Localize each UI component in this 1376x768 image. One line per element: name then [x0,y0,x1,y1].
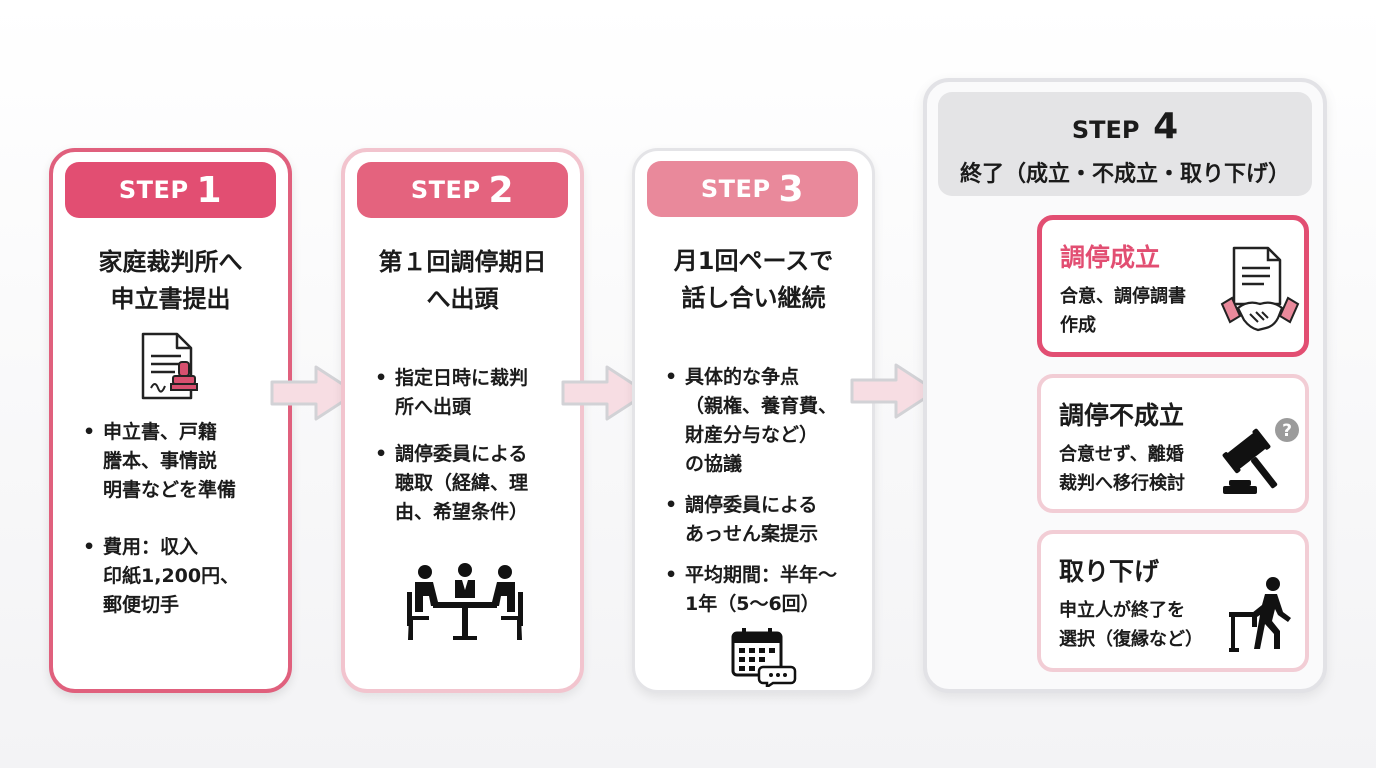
step-2-title: 第１回調停期日 へ出頭 [378,248,547,313]
step-4-card: STEP 4 終了（成立・不成立・取り下げ） 調停成立 合意、調停調書 作成 調… [923,78,1327,693]
outcome-mediation-success: 調停成立 合意、調停調書 作成 [1037,215,1309,357]
step-2-bullets: 指定日時に裁判 所へ出頭 調停委員による 聴取（経緯、理 由、希望条件） [369,364,569,527]
flow-arrow-2 [561,365,649,421]
step-3-header: STEP 3 [647,161,858,217]
svg-text:?: ? [1282,421,1292,441]
gavel-question-icon: ? [1222,418,1299,494]
outcome-description: 申立人が終了を 選択（復縁など） [1059,600,1203,650]
step-4-subtitle: 終了（成立・不成立・取り下げ） [959,162,1290,187]
step-1-label: STEP [118,176,189,204]
step-4-label: STEP [1071,116,1140,144]
document-stamp-icon [141,332,198,400]
step-2-number: 2 [488,169,515,211]
flow-arrow-1 [270,365,358,421]
outcome-mediation-failure: 調停不成立 合意せず、離婚 裁判へ移行検討 ? [1037,374,1309,513]
list-item: 申立書、戸籍 謄本、事情説 明書などを準備 [77,418,277,505]
step-1-title: 家庭裁判所へ 申立書提出 [98,248,243,313]
meeting-table-icon [407,563,523,640]
list-item: 具体的な争点 （親権、養育費、 財産分与など） の協議 [659,363,859,479]
list-item: 調停委員による 聴取（経緯、理 由、希望条件） [369,440,569,527]
step-2-header: STEP 2 [357,162,568,218]
step-1-bullets: 申立書、戸籍 謄本、事情説 明書などを準備 費用：収入 印紙1,200円、 郵便… [77,418,277,620]
walking-person-icon [1229,577,1291,652]
list-item: 平均期間：半年〜 1年（5〜6回） [659,561,859,619]
step-2-label: STEP [410,176,481,204]
outcome-title: 調停成立 [1060,243,1161,272]
step-1-card: STEP 1 家庭裁判所へ 申立書提出 申立書、戸籍 謄本、事情説 明書などを準… [49,148,292,693]
outcome-description: 合意せず、離婚 裁判へ移行検討 [1059,444,1185,494]
outcome-withdrawal: 取り下げ 申立人が終了を 選択（復縁など） [1037,530,1309,672]
step-4-step: STEP 4 [938,106,1312,147]
calendar-chat-icon [731,628,797,687]
step-4-header: STEP 4 終了（成立・不成立・取り下げ） [938,92,1312,196]
outcome-title: 調停不成立 [1059,401,1185,430]
step-3-label: STEP [700,175,771,203]
step-3-card: STEP 3 月1回ペースで 話し合い継続 具体的な争点 （親権、養育費、 財産… [632,148,875,693]
step-3-number: 3 [778,168,805,210]
step-3-title: 月1回ペースで 話し合い継続 [673,247,834,312]
step-2-card: STEP 2 第１回調停期日 へ出頭 指定日時に裁判 所へ出頭 調停委員による … [341,148,584,693]
step-1-header: STEP 1 [65,162,276,218]
list-item: 費用：収入 印紙1,200円、 郵便切手 [77,533,277,620]
step-4-number: 4 [1153,106,1179,147]
handshake-document-icon [1220,246,1300,332]
step-1-number: 1 [196,169,223,211]
list-item: 指定日時に裁判 所へ出頭 [369,364,569,422]
list-item: 調停委員による あっせん案提示 [659,491,859,549]
outcome-title: 取り下げ [1059,557,1160,586]
outcome-description: 合意、調停調書 作成 [1060,286,1186,336]
step-3-bullets: 具体的な争点 （親権、養育費、 財産分与など） の協議 調停委員による あっせん… [659,363,859,619]
